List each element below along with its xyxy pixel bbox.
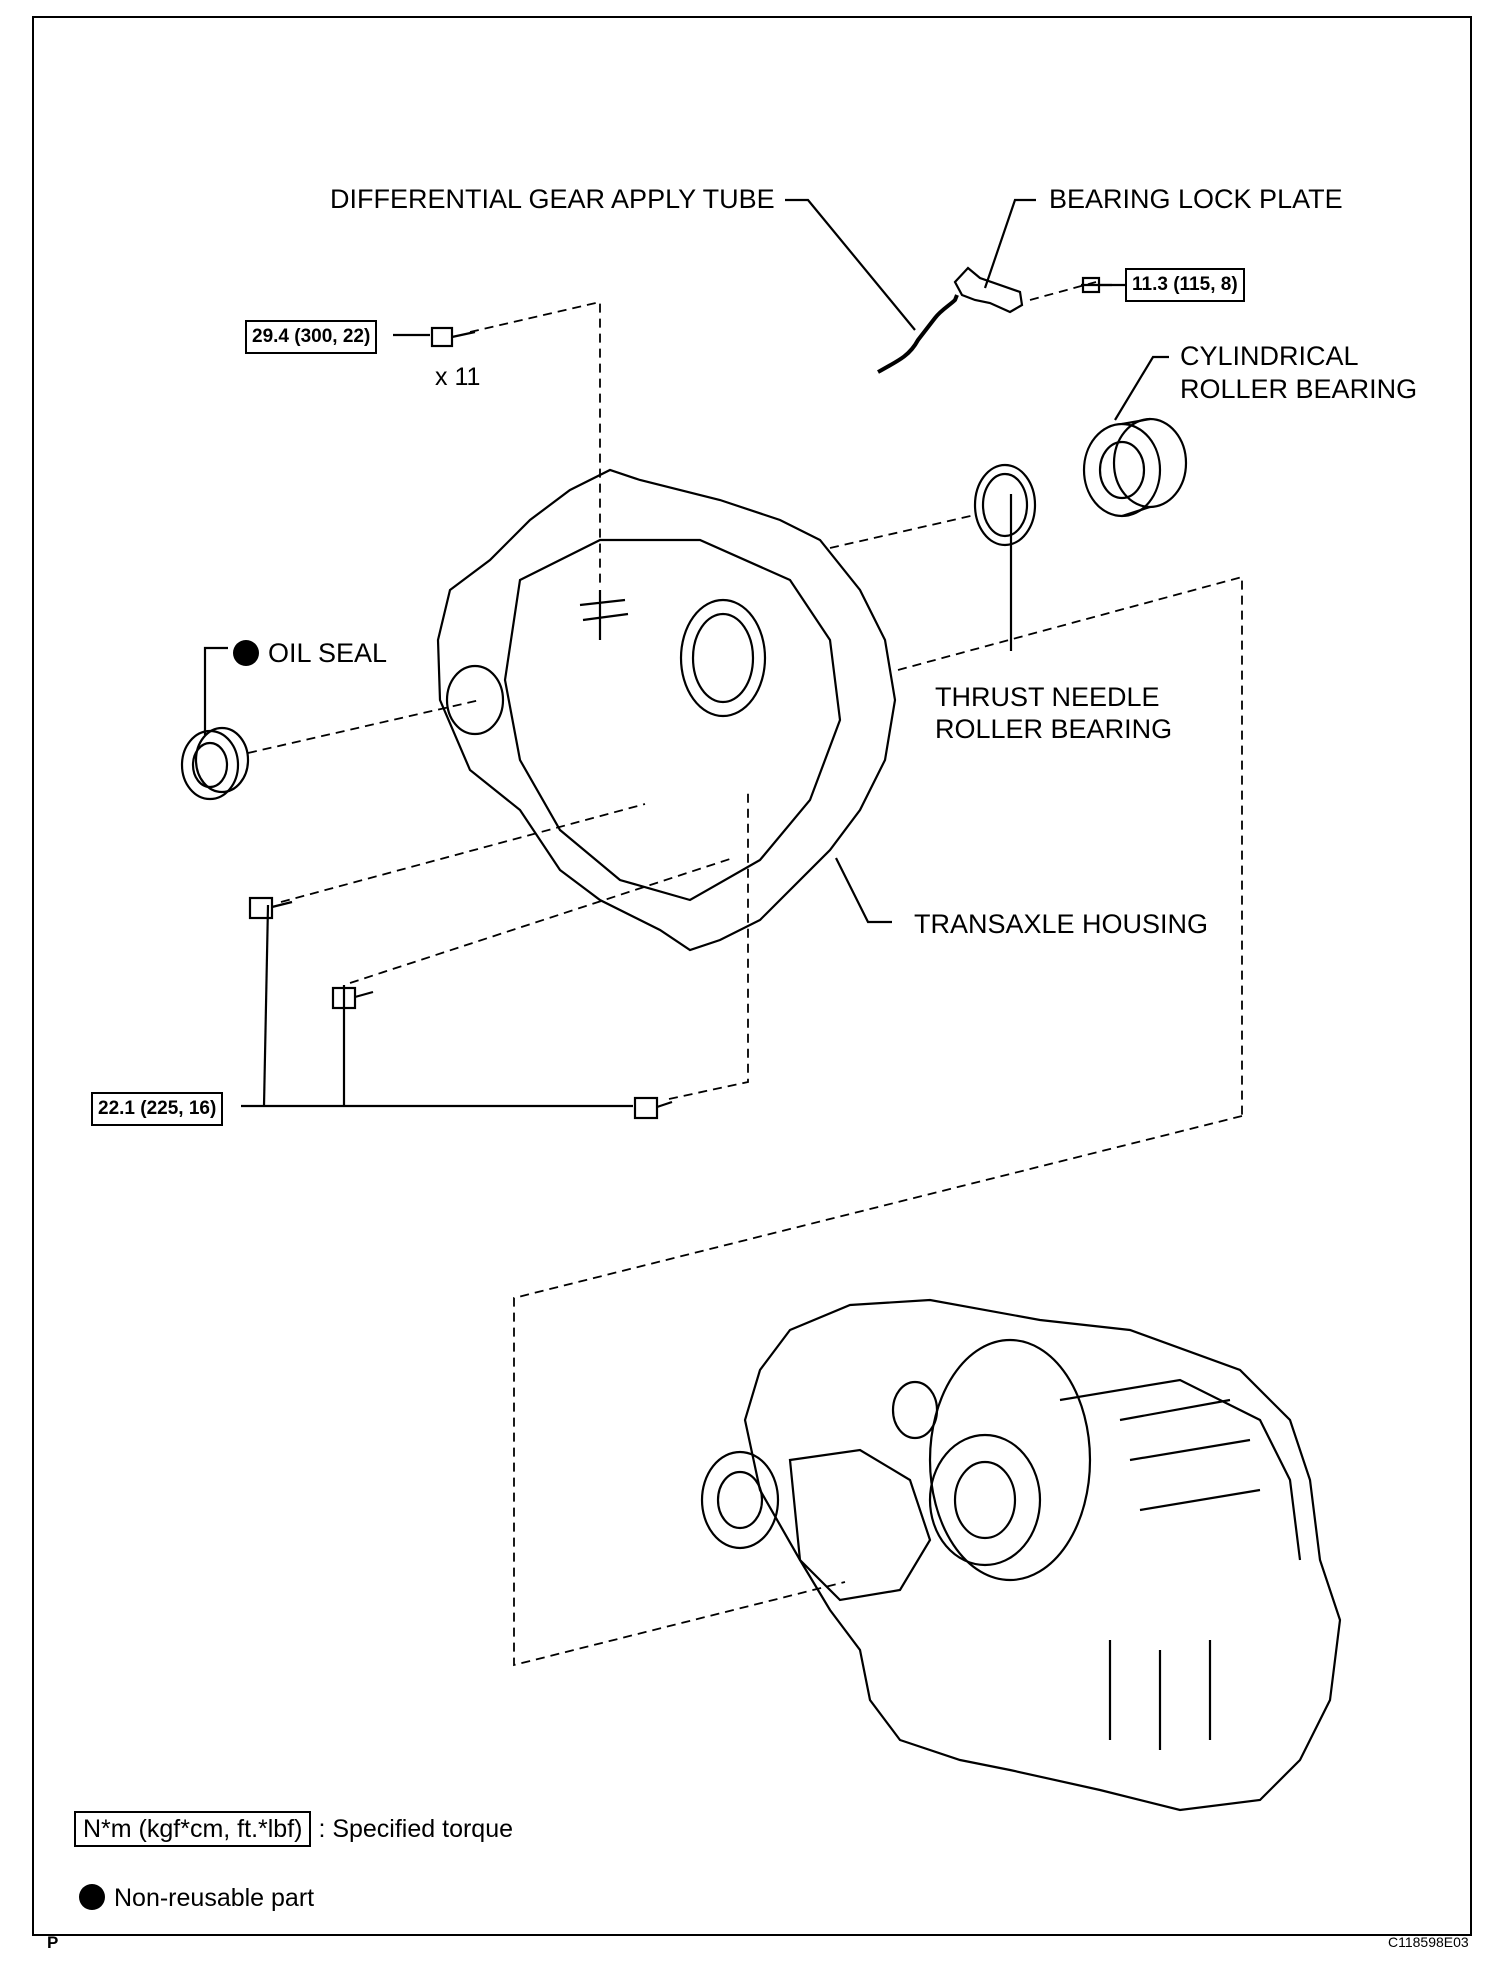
- transaxle-assembly: [700, 1298, 1342, 1812]
- label-thrust-needle-roller-bearing-line2: ROLLER BEARING: [935, 714, 1173, 744]
- label-transaxle-housing: TRANSAXLE HOUSING: [914, 909, 1209, 939]
- diagram-frame: [32, 16, 1472, 1936]
- legend-non-reusable: Non-reusable part: [79, 1883, 314, 1914]
- label-cylindrical-roller-bearing-line1: CYLINDRICAL: [1180, 341, 1359, 371]
- label-oil-seal: OIL SEAL: [233, 638, 387, 669]
- bolt-22-1-c: [633, 1096, 673, 1120]
- lock-plate-bolt: [1081, 276, 1112, 294]
- label-thrust-needle-roller-bearing-line1: THRUST NEEDLE: [935, 682, 1160, 712]
- footer-page-marker: P: [47, 1933, 59, 1952]
- thrust-needle-roller-bearing: [973, 463, 1037, 547]
- label-differential-gear-apply-tube: DIFFERENTIAL GEAR APPLY TUBE: [330, 184, 775, 214]
- label-bolt-quantity: x 11: [435, 363, 481, 391]
- label-cylindrical-roller-bearing-line2: ROLLER BEARING: [1180, 374, 1418, 404]
- torque-box-22-1: 22.1 (225, 16): [91, 1092, 224, 1126]
- guide-dashed-lines: [247, 281, 1243, 1667]
- cylindrical-roller-bearing: [1082, 417, 1188, 518]
- transaxle-housing-part: [436, 468, 897, 952]
- legend-torque-text: : Specified torque: [318, 1815, 514, 1843]
- non-reusable-dot-icon: [233, 640, 259, 666]
- label-oil-seal-text: OIL SEAL: [268, 638, 388, 668]
- legend-torque-unit-box: N*m (kgf*cm, ft.*lbf): [74, 1811, 312, 1847]
- non-reusable-legend-dot-icon: [79, 1884, 105, 1910]
- label-bearing-lock-plate: BEARING LOCK PLATE: [1049, 184, 1343, 214]
- torque-box-11-3: 11.3 (115, 8): [1125, 268, 1245, 302]
- leader-lines: [203, 198, 1169, 1108]
- differential-gear-apply-tube: [877, 294, 959, 374]
- bolt-22-1-b: [331, 986, 374, 1010]
- legend-non-reusable-text: Non-reusable part: [114, 1884, 315, 1912]
- torque-box-29-4: 29.4 (300, 22): [245, 320, 378, 354]
- bolt-29-4: [430, 326, 476, 348]
- legend-torque: N*m (kgf*cm, ft.*lbf) : Specified torque: [74, 1811, 514, 1847]
- bearing-lock-plate: [953, 266, 1024, 314]
- oil-seal-part: [180, 726, 250, 801]
- bolt-22-1-a: [248, 896, 293, 920]
- footer-figure-code: C118598E03: [1388, 1934, 1469, 1950]
